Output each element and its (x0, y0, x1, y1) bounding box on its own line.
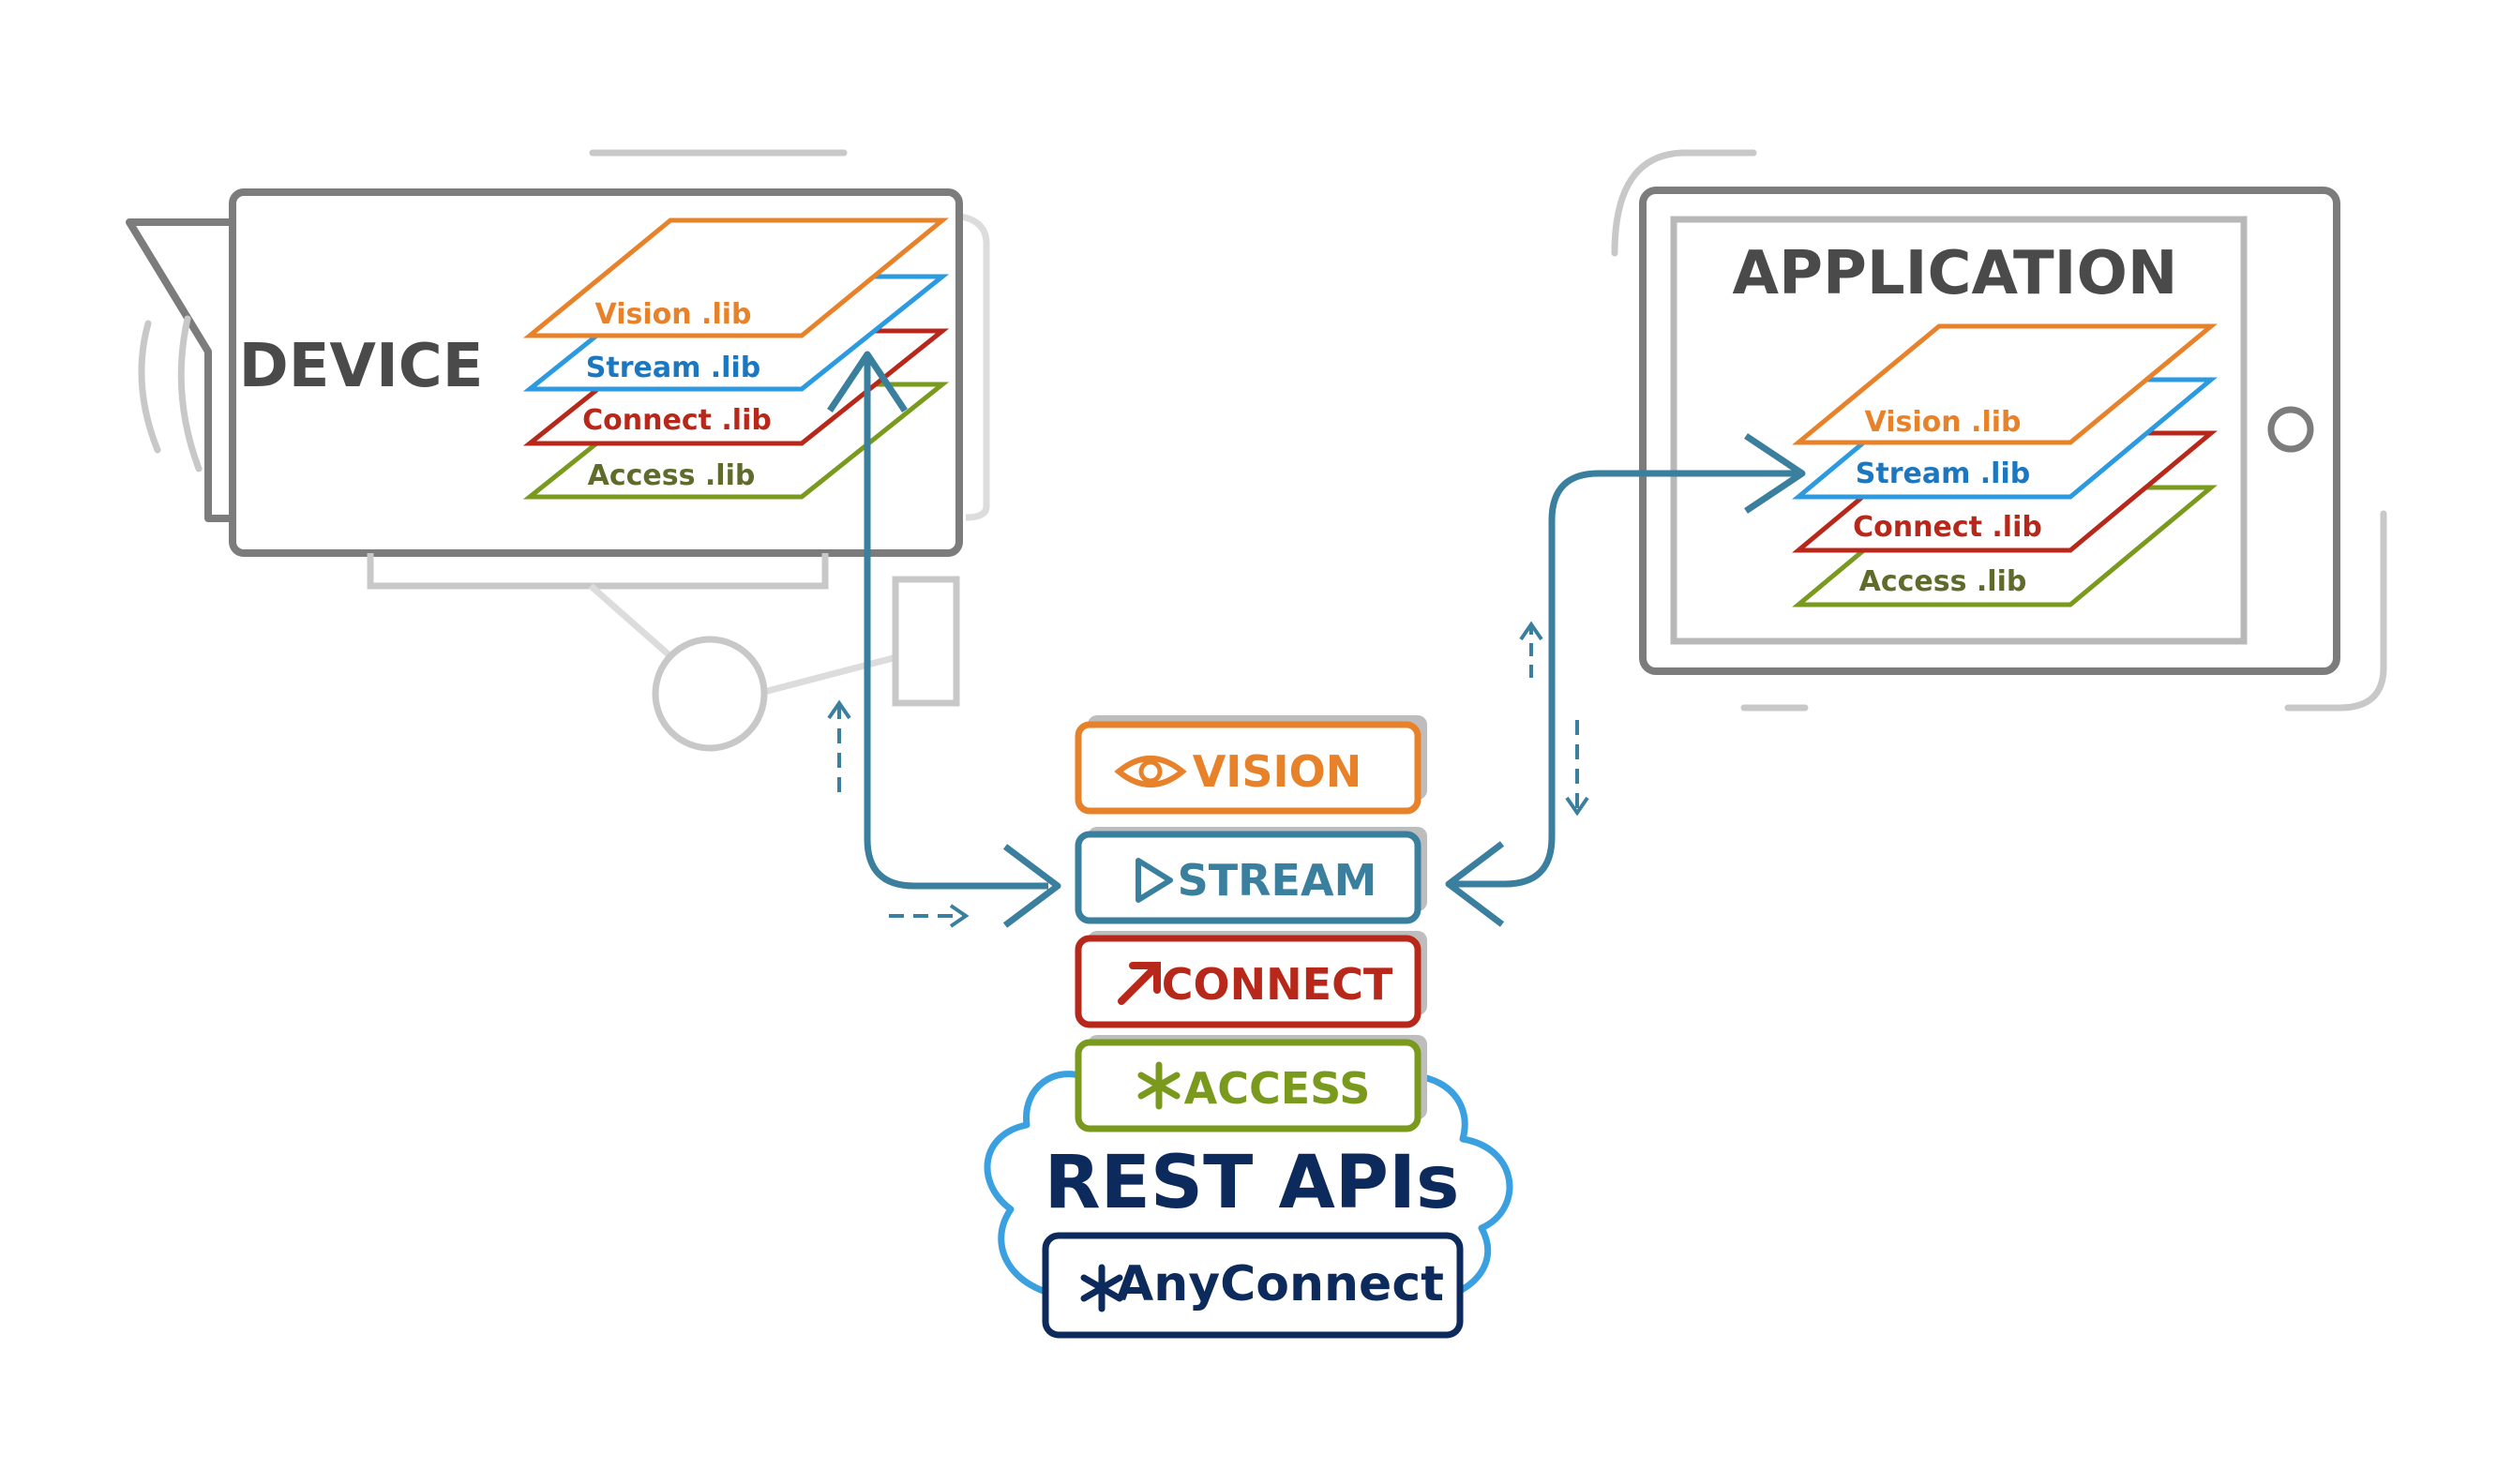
device-connect-lib: Connect .lib (582, 404, 772, 437)
application-access-lib: Access .lib (1859, 565, 2027, 598)
device-vision-layer (523, 217, 949, 338)
device-access-lib: Access .lib (588, 459, 756, 492)
api-connect-box[interactable] (1075, 931, 1427, 1028)
rest-apis-title: REST APIs (1045, 1141, 1460, 1225)
api-stream-box[interactable] (1075, 827, 1427, 924)
arrowhead-right-icon (1002, 844, 1061, 928)
asterisk-icon (1080, 1264, 1123, 1312)
eye-icon (1114, 756, 1187, 787)
api-stream-label: STREAM (1178, 855, 1377, 906)
play-icon (1136, 858, 1173, 903)
diagonal-arrow-icon (1118, 962, 1161, 1005)
api-connect-label: CONNECT (1162, 959, 1393, 1010)
arrowhead-up-icon (827, 351, 908, 412)
api-access-box[interactable] (1075, 1035, 1427, 1132)
application-lib-stack (1792, 323, 2218, 607)
api-access-label: ACCESS (1184, 1063, 1371, 1114)
home-button-icon (2267, 406, 2314, 453)
device-stream-lib: Stream .lib (586, 352, 760, 384)
application-to-stream-connector (1445, 433, 1806, 927)
anyconnect-label: AnyConnect (1116, 1256, 1444, 1312)
application-stream-lib: Stream .lib (1856, 457, 2030, 490)
api-vision-label: VISION (1193, 746, 1362, 797)
anyconnect-badge (1042, 1232, 1464, 1339)
device-title: DEVICE (239, 332, 484, 401)
api-vision-box[interactable] (1075, 715, 1427, 815)
device-to-stream-connector (827, 351, 1061, 928)
device-vision-lib: Vision .lib (595, 298, 752, 331)
device-lib-stack (522, 217, 950, 500)
application-title: APPLICATION (1733, 239, 2178, 308)
application-vision-lib: Vision .lib (1865, 406, 2022, 439)
application-connect-lib: Connect .lib (1853, 511, 2042, 544)
access-asterisk-icon (1137, 1061, 1181, 1110)
arrowhead-left-icon (1445, 841, 1505, 927)
arrowhead-right-icon (1744, 433, 1806, 514)
application-vision-layer (1792, 323, 2218, 445)
